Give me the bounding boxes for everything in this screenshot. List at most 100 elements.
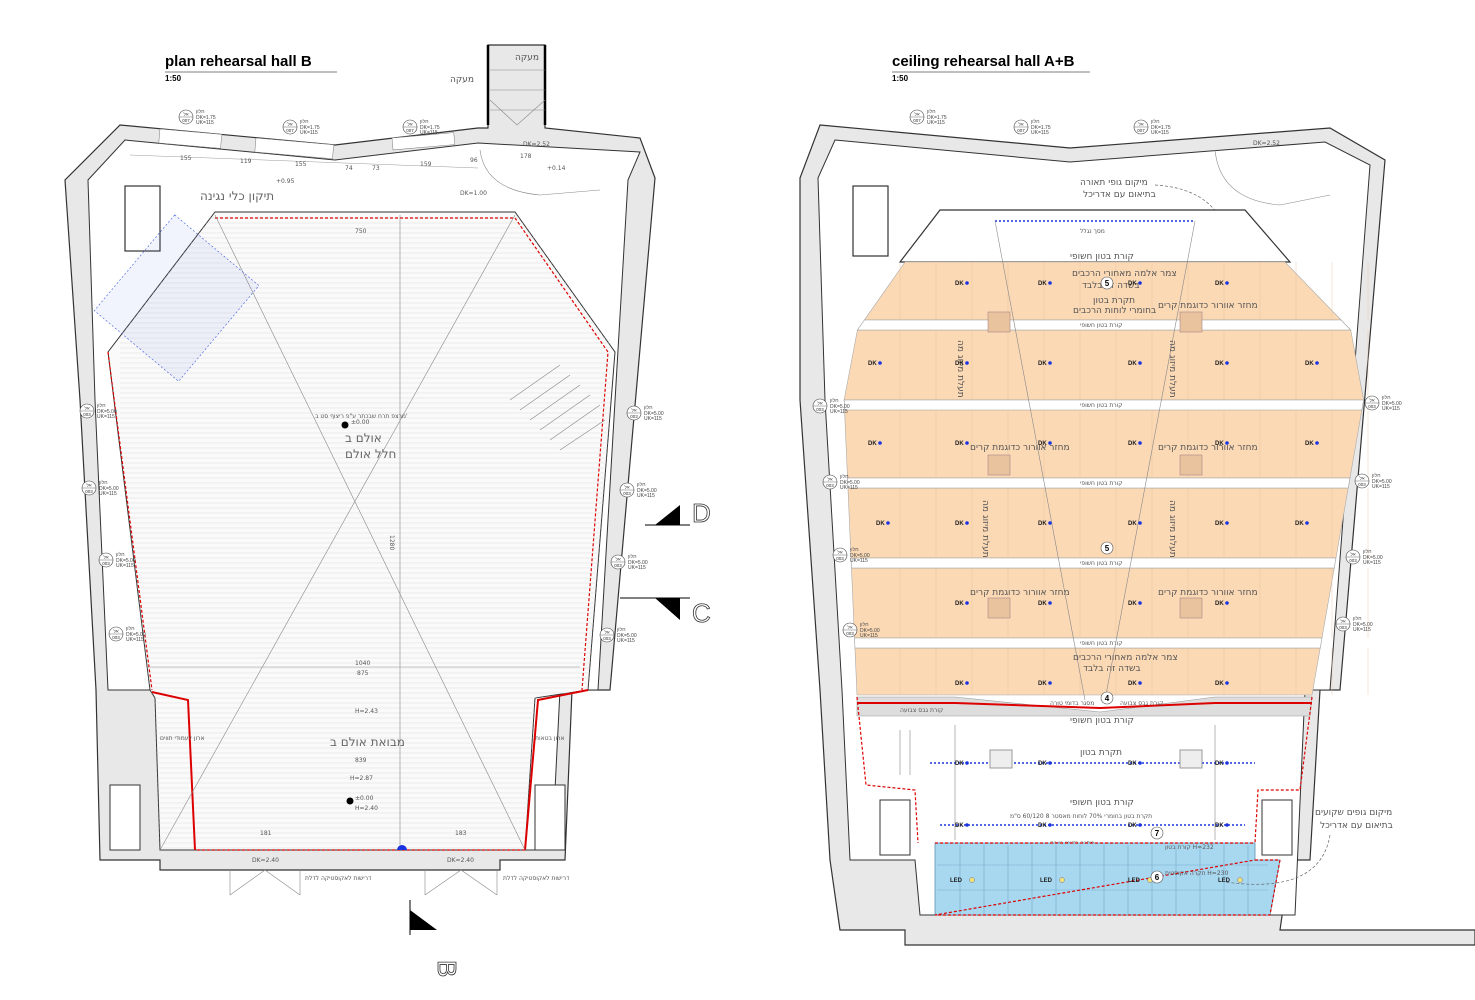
fixture-icon (1225, 361, 1229, 365)
svg-text:DK: DK (1128, 681, 1137, 687)
svg-text:003: 003 (836, 556, 844, 561)
svg-text:חלון: חלון (1372, 472, 1381, 479)
fixture-icon (1048, 521, 1052, 525)
svg-text:DK: DK (868, 361, 877, 367)
svg-text:DK: DK (1215, 761, 1224, 767)
svg-text:DK=1.75: DK=1.75 (927, 115, 947, 121)
dk-light-fixture: DK (1128, 761, 1142, 767)
dk-light-fixture: DK (1128, 601, 1142, 607)
vent-note: מחזר אוורור כדוגמת קרים (1158, 443, 1258, 453)
section-markers: D C B (409, 498, 711, 978)
master-ceiling: תקרת בטון בחומרי 70% לוחות מאסטר 8 60/12… (1010, 813, 1152, 820)
duct-label: תעלת מיזוג מה (1167, 500, 1177, 558)
dk-light-fixture: DK (1215, 601, 1229, 607)
svg-text:אל: אל (1350, 552, 1355, 557)
dk-light-fixture: DK (1215, 521, 1229, 527)
fixture-icon (965, 761, 969, 765)
svg-text:אל: אל (631, 408, 636, 413)
fixture-icon (965, 281, 969, 285)
svg-text:007: 007 (1017, 128, 1025, 133)
svg-text:003: 003 (1339, 625, 1347, 630)
svg-text:DK: DK (1038, 361, 1047, 367)
door-note: דרישות לאקוסטיקה לדלת (305, 875, 372, 882)
svg-text:LED: LED (950, 878, 963, 884)
fixture-icon (1048, 823, 1052, 827)
exposed-beam: קורת בטון חשופי (1080, 560, 1123, 567)
svg-text:003: 003 (623, 491, 631, 496)
svg-text:DK: DK (1038, 761, 1047, 767)
svg-text:DK=5.00: DK=5.00 (99, 486, 119, 492)
fixture-icon (1138, 761, 1142, 765)
svg-text:DK=5.00: DK=5.00 (850, 553, 870, 559)
svg-text:DK: DK (955, 361, 964, 367)
svg-text:אל: אל (847, 625, 852, 630)
height-240: H=2.40 (355, 805, 378, 812)
led-icon (1237, 877, 1243, 883)
svg-text:אל: אל (1369, 398, 1374, 403)
zone-marker (1100, 691, 1114, 705)
zone-marker (1100, 541, 1114, 555)
svg-text:DK: DK (955, 681, 964, 687)
svg-text:UK=115: UK=115 (617, 638, 635, 644)
svg-text:חלון: חלון (637, 481, 646, 488)
svg-text:DK: DK (1215, 361, 1224, 367)
level-zero: ±0.00 (355, 795, 374, 802)
exposed-beam-strip (843, 399, 1364, 411)
svg-text:DK: DK (1038, 281, 1047, 287)
dk-light-fixture: DK (1128, 441, 1142, 447)
duct-label: תעלת מיזוג מה (1167, 340, 1177, 398)
dim: 155 (180, 155, 192, 162)
stair-dk: DK=2.52 (1253, 140, 1280, 147)
dk-light-fixture: DK (1128, 521, 1142, 527)
ceiling-title: ceiling rehearsal hall A+B (892, 53, 1075, 70)
svg-text:חלון: חלון (420, 118, 429, 125)
svg-text:DK: DK (1215, 601, 1224, 607)
svg-text:UK=115: UK=115 (927, 120, 945, 126)
duct-label: תעלת מיזוג מה (955, 340, 965, 398)
fixture-icon (1225, 441, 1229, 445)
frame-label: מסגר בדומי טורה (1050, 700, 1094, 707)
dk-light-fixture: DK (1038, 281, 1052, 287)
lighting-note: בתיאום עם אדריכל (1083, 190, 1156, 200)
svg-text:UK=115: UK=115 (644, 416, 662, 422)
zone-marker (1150, 870, 1164, 884)
dk-light-fixture: DK (1215, 681, 1229, 687)
dk-light-fixture: DK (1305, 361, 1319, 367)
svg-text:חלון: חלון (196, 108, 205, 115)
svg-text:007: 007 (182, 118, 190, 123)
recessed-note: מיקום גופים שקועים (1315, 808, 1392, 818)
level-095: +0.95 (276, 178, 295, 185)
dim: 178 (520, 153, 532, 160)
fixture-icon (1225, 601, 1229, 605)
svg-text:חלון: חלון (644, 404, 653, 411)
vent-grille (987, 597, 1011, 619)
glass-wool-note: צמר אלמה מאחורי הרכבים (1073, 653, 1178, 663)
dk-light-fixture: DK (1038, 521, 1052, 527)
fixture-icon (1315, 361, 1319, 365)
duct-label: תעלת מיזוג מה (980, 500, 990, 558)
svg-text:LED: LED (1128, 878, 1141, 884)
storage-right: ארון בטאות (535, 735, 565, 742)
zone-number: 4 (1105, 694, 1110, 703)
dk-light-fixture: DK (1215, 441, 1229, 447)
roller-screen: מסך נגלל (1080, 228, 1105, 235)
glass-wool-note: צמר אלמה מאחורי הרכבים (1072, 269, 1177, 279)
fixture-icon (965, 823, 969, 827)
svg-text:003: 003 (1358, 482, 1366, 487)
fixture-icon (965, 681, 969, 685)
svg-text:UK=115: UK=115 (860, 633, 878, 639)
svg-text:חלון: חלון (927, 108, 936, 115)
svg-text:אל: אל (817, 401, 822, 406)
svg-text:003: 003 (85, 489, 93, 494)
dim-1040: 1040 (355, 660, 370, 667)
